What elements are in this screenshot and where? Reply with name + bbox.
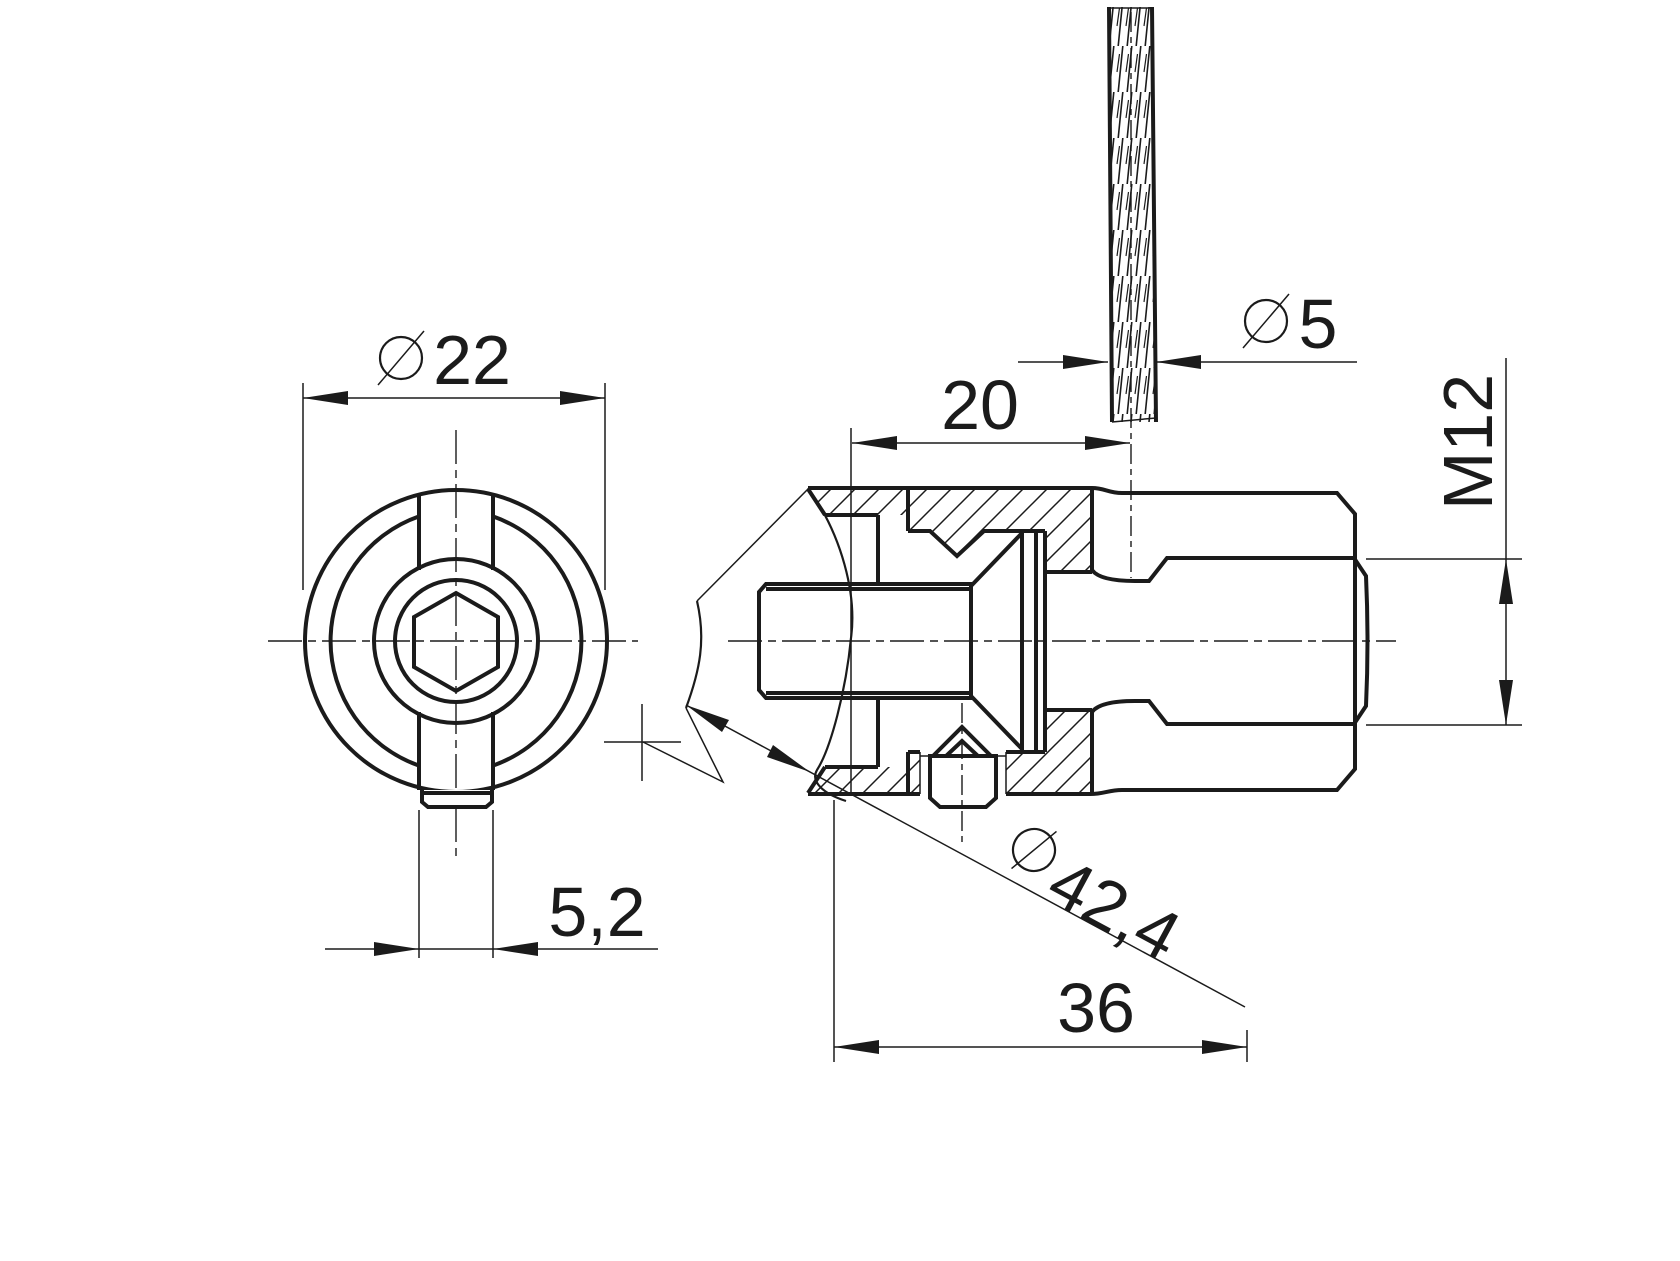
diameter-symbol-icon bbox=[1011, 827, 1057, 873]
dim36-arrow-right bbox=[1202, 1040, 1247, 1054]
dim52-value: 5,2 bbox=[548, 873, 645, 951]
cable-strands bbox=[1109, 7, 1156, 422]
cone-seat-edges bbox=[969, 531, 1024, 751]
dim22-value: 22 bbox=[433, 321, 511, 399]
hatch-upper bbox=[808, 488, 1092, 572]
dim424-value: 42,4 bbox=[1036, 843, 1193, 976]
cable-end-lines bbox=[1109, 7, 1157, 423]
dim20-arrow-right bbox=[1085, 436, 1130, 450]
cable bbox=[1107, 6, 1158, 578]
dimM12-arrow-top bbox=[1499, 559, 1513, 604]
plug-inner-lines bbox=[766, 587, 971, 695]
hatch-lower bbox=[808, 710, 1092, 793]
dim424-arrow-lower bbox=[767, 745, 810, 772]
dim22-arrow-right bbox=[560, 391, 605, 405]
dim22-arrow-left bbox=[303, 391, 348, 405]
tube-break-join-lines bbox=[642, 488, 809, 784]
stud-end-circle bbox=[372, 557, 540, 725]
section-view bbox=[604, 486, 1396, 846]
diameter-symbol-icon bbox=[1242, 293, 1290, 349]
dim52-arrow-right bbox=[493, 942, 538, 956]
dimension-overall-length: 36 bbox=[833, 800, 1248, 1062]
dimension-insertion-depth: 20 bbox=[850, 366, 1130, 793]
dim22-lines bbox=[302, 383, 606, 590]
dim424-arrow-upper bbox=[686, 705, 729, 732]
dimension-cable-diameter: 5 bbox=[1018, 285, 1357, 369]
face-and-slot-floor bbox=[1045, 488, 1094, 793]
dim5-value: 5 bbox=[1299, 285, 1338, 363]
dim5-arrow-right bbox=[1156, 355, 1201, 369]
screw-body bbox=[928, 754, 998, 809]
dimension-slot-width: 5,2 bbox=[325, 810, 658, 958]
cable-slot-edges bbox=[417, 495, 495, 790]
dim20-arrow-left bbox=[852, 436, 897, 450]
dim20-lines bbox=[850, 428, 1130, 793]
dimension-thread: M12 bbox=[1366, 358, 1522, 726]
tube-center-mark bbox=[604, 704, 681, 781]
dimM12-value: M12 bbox=[1429, 374, 1507, 510]
hex-socket bbox=[412, 590, 500, 694]
chamfer-ring-left-arc bbox=[328, 514, 420, 768]
dimM12-arrow-bottom bbox=[1499, 680, 1513, 725]
diameter-symbol-icon bbox=[377, 330, 425, 386]
dim36-value: 36 bbox=[1057, 969, 1135, 1047]
dim5-arrow-left bbox=[1063, 355, 1108, 369]
chamfer-ring-right-arc bbox=[492, 514, 584, 768]
set-screw-protrusion bbox=[420, 790, 494, 809]
tube-break-curve-left bbox=[684, 600, 703, 709]
screw-hole-walls bbox=[919, 752, 1007, 794]
tube-break-curve-right bbox=[807, 487, 854, 803]
neck-and-stud-edges bbox=[1090, 556, 1354, 726]
cable-edges bbox=[1107, 6, 1158, 423]
dimM12-lines bbox=[1366, 358, 1522, 726]
dim20-value: 20 bbox=[941, 366, 1019, 444]
dimension-outer-diameter: 22 bbox=[302, 321, 606, 590]
dim36-arrow-left bbox=[834, 1040, 879, 1054]
dim36-lines bbox=[833, 800, 1248, 1062]
socket-chamfer-circle bbox=[393, 578, 519, 704]
plate-fill bbox=[1022, 531, 1045, 752]
front-view bbox=[268, 430, 638, 858]
bore-edges-and-vee bbox=[908, 529, 1022, 754]
dim52-arrow-left bbox=[374, 942, 419, 956]
